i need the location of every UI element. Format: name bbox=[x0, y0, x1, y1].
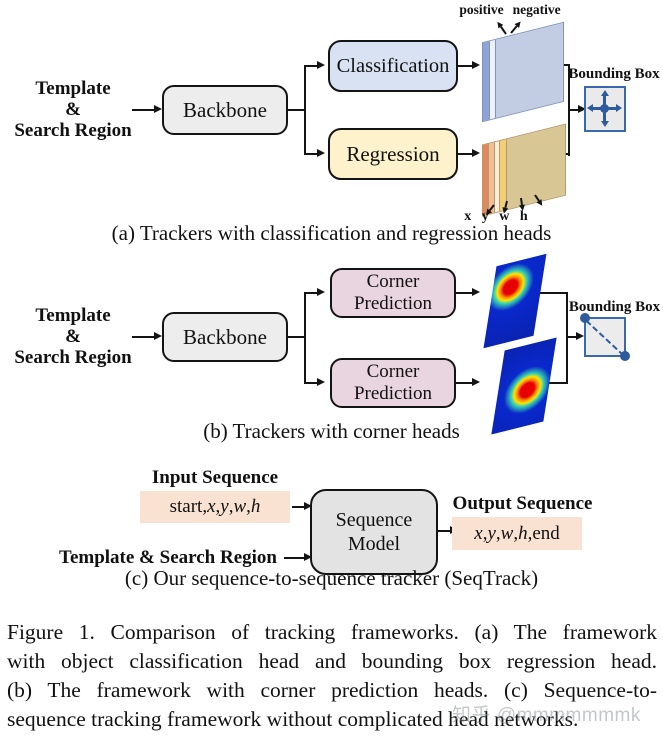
arrowhead bbox=[472, 149, 480, 157]
panel-c-template-label: Template & Search Region bbox=[59, 547, 277, 568]
model-label-line: Model bbox=[347, 533, 401, 555]
backbone-label: Backbone bbox=[183, 97, 267, 122]
input-label-line: Template bbox=[35, 305, 111, 326]
input-label-line: Template bbox=[35, 78, 111, 99]
corner-heatmap-top bbox=[483, 253, 547, 349]
sequence-model-box: Sequence Model bbox=[310, 489, 438, 575]
figure-caption: Figure 1. Comparison of tracking framewo… bbox=[7, 618, 657, 734]
corner-label-line: Prediction bbox=[353, 383, 433, 404]
arrow-line bbox=[566, 336, 578, 339]
arrowhead bbox=[304, 553, 312, 561]
input-sequence-label: Input Sequence bbox=[151, 467, 279, 488]
connector-line bbox=[288, 109, 305, 112]
panel-a-classification-box: Classification bbox=[328, 40, 458, 92]
arrowhead bbox=[576, 332, 584, 340]
input-label-line: Search Region bbox=[14, 120, 132, 141]
panel-a-posneg-labels: positive negative bbox=[448, 2, 572, 18]
panel-b-corner-bottom-box: Corner Prediction bbox=[330, 358, 456, 408]
arrow-line bbox=[438, 530, 452, 533]
arrow-line bbox=[458, 65, 474, 68]
xywh-labels: x y w h bbox=[464, 209, 528, 224]
connector-line bbox=[304, 65, 319, 68]
connector-line bbox=[304, 292, 319, 295]
regression-featuremap-slab bbox=[482, 123, 566, 217]
arrowhead bbox=[472, 61, 480, 69]
arrowhead bbox=[317, 288, 325, 296]
panel-a-caption: (a) Trackers with classification and reg… bbox=[111, 221, 552, 245]
panel-b-bounding-box-label: Bounding Box bbox=[568, 299, 661, 315]
regression-label: Regression bbox=[346, 141, 440, 166]
icon-arrowhead-left bbox=[587, 104, 593, 112]
panel-a-bounding-box-label: Bounding Box bbox=[568, 66, 660, 82]
arrow-line bbox=[132, 109, 156, 112]
panel-a-regression-box: Regression bbox=[328, 128, 458, 180]
negative-label: negative bbox=[512, 2, 561, 17]
input-label-line: & bbox=[65, 326, 81, 347]
icon-arrowhead-up bbox=[600, 90, 609, 96]
panel-b-caption: (b) Trackers with corner heads bbox=[203, 419, 460, 443]
panel-b-input-label: Template & Search Region bbox=[6, 305, 140, 368]
arrow-line bbox=[456, 292, 474, 295]
figure-caption-line: with object classification head and boun… bbox=[7, 649, 657, 673]
panel-b-backbone-box: Backbone bbox=[162, 312, 288, 362]
figure-caption-line: sequence tracking framework without comp… bbox=[7, 707, 579, 731]
arrowhead bbox=[154, 105, 162, 113]
bracket-line bbox=[540, 382, 568, 385]
slab-body bbox=[496, 23, 563, 118]
backbone-label: Backbone bbox=[183, 324, 267, 349]
classification-label: Classification bbox=[336, 54, 450, 77]
arrow-line bbox=[284, 557, 306, 560]
connector-line bbox=[304, 292, 307, 384]
bounding-box-corners-icon bbox=[580, 313, 630, 361]
panel-a-input-label: Template & Search Region bbox=[6, 78, 140, 141]
icon-arrowhead-down bbox=[600, 121, 609, 127]
input-sequence-tokens: start, x, y, w, h bbox=[140, 491, 290, 523]
positive-arrow bbox=[494, 19, 507, 35]
panel-a-backbone-box: Backbone bbox=[162, 85, 288, 135]
classification-featuremap-slab bbox=[482, 21, 564, 123]
arrowhead bbox=[317, 378, 325, 386]
arrowhead bbox=[317, 61, 325, 69]
arrowhead bbox=[578, 105, 586, 113]
input-label-line: Search Region bbox=[14, 347, 132, 368]
arrow-line bbox=[568, 109, 580, 112]
icon-corner-dot-bottomright bbox=[620, 351, 630, 361]
corner-label-line: Prediction bbox=[353, 293, 433, 314]
positive-label: positive bbox=[459, 2, 504, 17]
arrow-line bbox=[458, 153, 474, 156]
figure-caption-line: (b) The framework with corner prediction… bbox=[7, 678, 657, 702]
connector-line bbox=[304, 65, 307, 155]
connector-line bbox=[288, 336, 305, 339]
panel-c-caption: (c) Our sequence-to-sequence tracker (Se… bbox=[124, 566, 539, 590]
figure-caption-line: Figure 1. Comparison of tracking framewo… bbox=[7, 620, 657, 644]
slab-layer bbox=[483, 41, 490, 121]
icon-dashed-diagonal bbox=[585, 320, 625, 357]
zhihu-watermark: 知乎 @mmmmmmmk bbox=[452, 705, 641, 726]
arrowhead bbox=[304, 502, 312, 510]
arrowhead bbox=[154, 332, 162, 340]
output-sequence-label: Output Sequence bbox=[452, 493, 593, 514]
arrowhead bbox=[317, 149, 325, 157]
arrow-line bbox=[456, 382, 474, 385]
icon-corner-dot-topleft bbox=[580, 313, 590, 323]
output-sequence-tokens: x, y, w, h, end bbox=[452, 517, 582, 550]
arrow-line bbox=[132, 336, 156, 339]
corner-label-line: Corner bbox=[366, 271, 420, 292]
connector-line bbox=[304, 153, 319, 156]
bounding-box-regression-icon bbox=[584, 86, 626, 132]
icon-arrowhead-right bbox=[616, 104, 622, 112]
connector-line bbox=[304, 382, 319, 385]
panel-b-corner-top-box: Corner Prediction bbox=[330, 268, 456, 318]
model-label-line: Sequence bbox=[335, 509, 413, 531]
icon-center-dot bbox=[600, 104, 609, 113]
input-label-line: & bbox=[65, 99, 81, 120]
arrowhead bbox=[472, 378, 480, 386]
arrowhead bbox=[472, 288, 480, 296]
bracket-line bbox=[535, 292, 568, 295]
arrow-line bbox=[292, 506, 306, 509]
corner-label-line: Corner bbox=[366, 361, 420, 382]
